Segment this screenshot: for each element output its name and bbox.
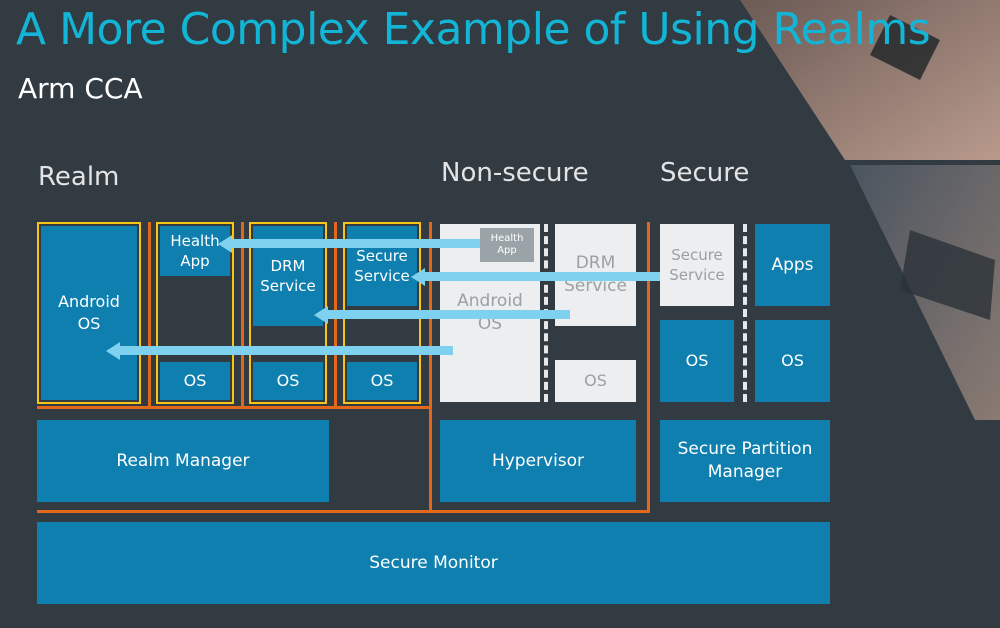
hypervisor-label: Hypervisor bbox=[491, 450, 585, 471]
s-secure-service-box: Secure Service bbox=[660, 224, 734, 306]
divider-line bbox=[647, 222, 650, 513]
s-os-box: OS bbox=[755, 320, 830, 402]
s-os-box: OS bbox=[660, 320, 734, 402]
secure-monitor-box: Secure Monitor bbox=[37, 522, 830, 604]
page-subtitle: Arm CCA bbox=[18, 72, 143, 105]
ns-android-os-label: Android OS bbox=[457, 291, 523, 334]
divider-line bbox=[241, 222, 244, 408]
realm-drm-service-label: DRM Service bbox=[260, 256, 316, 295]
ns-os-box: OS bbox=[555, 360, 636, 402]
divider-line bbox=[148, 222, 151, 408]
ns-drm-service-label: DRM Service bbox=[564, 253, 627, 296]
realm-manager-label: Realm Manager bbox=[116, 450, 250, 471]
arrow-head bbox=[411, 268, 425, 286]
spm-box: Secure Partition Manager bbox=[660, 420, 830, 502]
monitor-bus-line bbox=[37, 510, 650, 513]
arrow-head bbox=[314, 306, 328, 324]
ns-os-label: OS bbox=[584, 371, 607, 391]
ns-health-app-box: Health App bbox=[480, 228, 534, 262]
realm-bus-line bbox=[37, 406, 432, 409]
realm-os-box: OS bbox=[347, 362, 417, 400]
arrow-drm-service bbox=[328, 310, 570, 319]
hypervisor-box: Hypervisor bbox=[440, 420, 636, 502]
realm-label: Realm bbox=[38, 162, 120, 192]
arrow-head bbox=[106, 342, 120, 360]
secure-monitor-label: Secure Monitor bbox=[369, 552, 498, 573]
realm-android-os-box: Android OS bbox=[41, 226, 137, 400]
realm-secure-service-label: Secure Service bbox=[354, 246, 410, 285]
realm-secure-service-box: Secure Service bbox=[347, 226, 417, 306]
realm-vm-android: Android OS bbox=[37, 222, 141, 404]
ns-health-app-label: Health App bbox=[490, 232, 524, 257]
arrow-secure-service bbox=[425, 272, 660, 281]
realm-os-box: OS bbox=[160, 362, 230, 400]
realm-os-label: OS bbox=[276, 371, 300, 391]
realm-os-box: OS bbox=[253, 362, 323, 400]
s-os-label: OS bbox=[685, 351, 709, 371]
spm-label: Secure Partition Manager bbox=[677, 439, 813, 482]
page-title: A More Complex Example of Using Realms bbox=[16, 4, 931, 55]
realm-manager-box: Realm Manager bbox=[37, 420, 329, 502]
arrow-head bbox=[218, 235, 232, 253]
realm-health-app-label: Health App bbox=[170, 231, 220, 270]
s-apps-box: Apps bbox=[755, 224, 830, 306]
realm-os-label: OS bbox=[183, 371, 207, 391]
divider-line bbox=[429, 222, 432, 513]
s-apps-label: Apps bbox=[771, 254, 814, 275]
realm-os-label: OS bbox=[370, 371, 394, 391]
nonsecure-label: Non-secure bbox=[441, 158, 589, 188]
secure-label: Secure bbox=[660, 158, 750, 188]
arrow-android-os bbox=[120, 346, 453, 355]
realm-android-os-label: Android OS bbox=[58, 292, 120, 333]
photo-decoration bbox=[740, 0, 1000, 420]
arrow-health-app bbox=[232, 239, 480, 248]
s-dashed-separator bbox=[743, 224, 747, 402]
s-secure-service-label: Secure Service bbox=[669, 245, 725, 284]
s-os-label: OS bbox=[781, 351, 804, 371]
